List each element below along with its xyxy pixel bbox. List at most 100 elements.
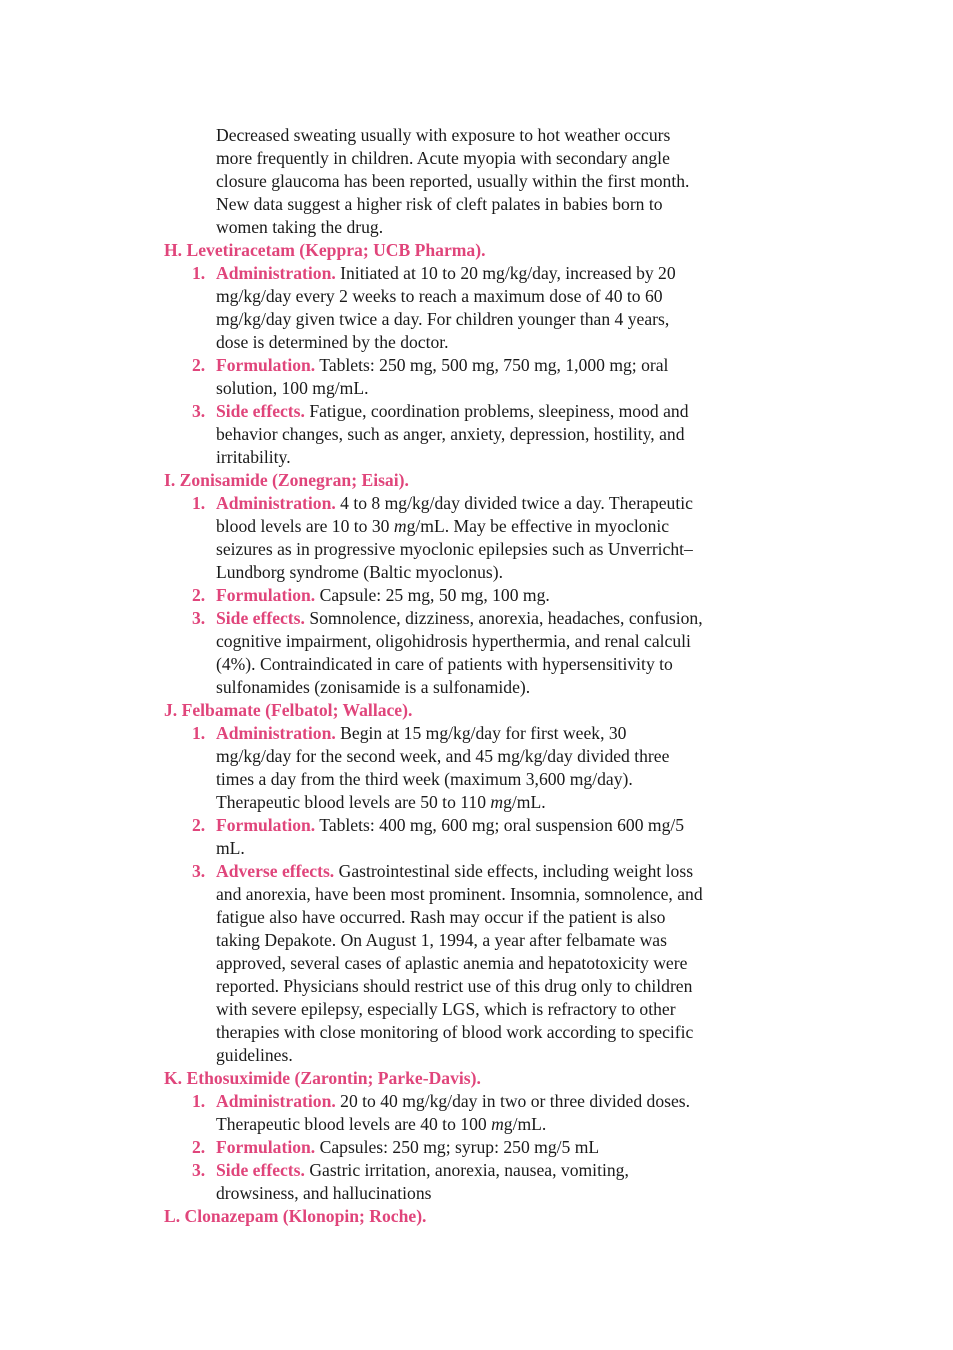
- text-line: Therapeutic blood levels are 50 to 110 m…: [216, 792, 546, 812]
- text-line: dose is determined by the doctor.: [216, 332, 449, 352]
- item-label: Administration.: [216, 493, 336, 513]
- item-number: 2.: [192, 585, 206, 605]
- item-label: Formulation.: [216, 815, 316, 835]
- text-line: Formulation. Capsules: 250 mg; syrup: 25…: [216, 1136, 761, 1159]
- text-line: closure glaucoma has been reported, usua…: [216, 171, 690, 191]
- list-item: 1. Administration. 4 to 8 mg/kg/day divid…: [192, 492, 761, 584]
- text-line: therapies with close monitoring of blood…: [216, 1022, 694, 1042]
- item-text: Begin at 15 mg/kg/day for first week, 30: [335, 723, 627, 743]
- item-label: Adverse effects.: [216, 861, 335, 881]
- item-text: Somnolence, dizziness, anorexia, headach…: [304, 608, 703, 628]
- text-line: Side effects. Somnolence, dizziness, ano…: [216, 607, 761, 630]
- text-line: Formulation. Capsule: 25 mg, 50 mg, 100 …: [216, 584, 761, 607]
- item-number: 2.: [192, 355, 206, 375]
- item-number: 2.: [192, 1137, 206, 1157]
- text-line: taking Depakote. On August 1, 1994, a ye…: [216, 930, 667, 950]
- item-label: Side effects.: [216, 401, 305, 421]
- item-label: Administration.: [216, 723, 336, 743]
- item-label: Side effects.: [216, 608, 305, 628]
- text-line: Administration. Initiated at 10 to 20 mg…: [216, 262, 761, 285]
- item-text: 20 to 40 mg/kg/day in two or three divid…: [335, 1091, 691, 1111]
- text-line: Administration. 4 to 8 mg/kg/day divided…: [216, 492, 761, 515]
- text-line: guidelines.: [216, 1045, 293, 1065]
- text-line: Administration. 20 to 40 mg/kg/day in tw…: [216, 1090, 761, 1113]
- item-label: Formulation.: [216, 585, 316, 605]
- text-line: fatigue also have occurred. Rash may occ…: [216, 907, 666, 927]
- list-item: 2. Formulation. Tablets: 250 mg, 500 mg, …: [192, 354, 761, 400]
- text-line: approved, several cases of aplastic anem…: [216, 953, 688, 973]
- item-label: Formulation.: [216, 1137, 316, 1157]
- text-line: New data suggest a higher risk of cleft …: [216, 194, 663, 214]
- text-line: solution, 100 mg/mL.: [216, 378, 369, 398]
- item-number: 1.: [192, 493, 206, 513]
- italic-symbol: m: [491, 1114, 504, 1134]
- section-heading: H. Levetiracetam (Keppra; UCB Pharma).: [164, 240, 486, 260]
- text-line: Formulation. Tablets: 250 mg, 500 mg, 75…: [216, 354, 761, 377]
- item-number: 3.: [192, 401, 206, 421]
- text-line: drowsiness, and hallucinations: [216, 1183, 432, 1203]
- text-line: mg/kg/day for the second week, and 45 mg…: [216, 746, 670, 766]
- item-text: Capsule: 25 mg, 50 mg, 100 mg.: [315, 585, 550, 605]
- item-label: Administration.: [216, 1091, 336, 1111]
- item-text: Tablets: 250 mg, 500 mg, 750 mg, 1,000 m…: [315, 355, 669, 375]
- italic-symbol: m: [490, 792, 504, 812]
- list-item: 3. Adverse effects. Gastrointestinal side…: [192, 860, 761, 1067]
- text-line: mg/kg/day every 2 weeks to reach a maxim…: [216, 286, 663, 306]
- text-line: mL.: [216, 838, 245, 858]
- list-item: 2. Formulation. Capsule: 25 mg, 50 mg, 10…: [192, 584, 761, 607]
- text-line: blood levels are 10 to 30 mg/mL. May be …: [216, 516, 670, 536]
- document-page: Decreased sweating usually with exposure…: [0, 124, 953, 1228]
- item-text: Capsules: 250 mg; syrup: 250 mg/5 mL: [315, 1137, 600, 1157]
- text-line: Side effects. Gastric irritation, anorex…: [216, 1159, 761, 1182]
- text-line: Adverse effects. Gastrointestinal side e…: [216, 860, 761, 883]
- item-number: 3.: [192, 608, 206, 628]
- item-number: 3.: [192, 861, 206, 881]
- item-text: Initiated at 10 to 20 mg/kg/day, increas…: [335, 263, 676, 283]
- text-line: cognitive impairment, oligohidrosis hype…: [216, 631, 691, 651]
- text-line: women taking the drug.: [216, 217, 384, 237]
- text-line: more frequently in children. Acute myopi…: [216, 148, 670, 168]
- item-text: 4 to 8 mg/kg/day divided twice a day. Th…: [335, 493, 693, 513]
- text-line: Formulation. Tablets: 400 mg, 600 mg; or…: [216, 814, 761, 837]
- intro-paragraph: Decreased sweating usually with exposure…: [216, 124, 756, 239]
- list-item: 2. Formulation. Capsules: 250 mg; syrup: …: [192, 1136, 761, 1159]
- text-line: Side effects. Fatigue, coordination prob…: [216, 400, 761, 423]
- item-label: Administration.: [216, 263, 336, 283]
- item-number: 1.: [192, 1091, 206, 1111]
- item-number: 1.: [192, 263, 206, 283]
- item-label: Side effects.: [216, 1160, 305, 1180]
- item-number: 2.: [192, 815, 206, 835]
- item-text: Gastric irritation, anorexia, nausea, vo…: [304, 1160, 629, 1180]
- italic-symbol: m: [393, 516, 407, 536]
- section-heading: K. Ethosuximide (Zarontin; Parke-Davis).: [164, 1068, 481, 1088]
- item-number: 1.: [192, 723, 206, 743]
- list-item: 3. Side effects. Fatigue, coordination pr…: [192, 400, 761, 469]
- text-line: behavior changes, such as anger, anxiety…: [216, 424, 685, 444]
- text-line: sulfonamides (zonisamide is a sulfonamid…: [216, 677, 531, 697]
- list-item: 1. Administration. Initiated at 10 to 20 …: [192, 262, 761, 354]
- text-line: Therapeutic blood levels are 40 to 100 m…: [216, 1114, 547, 1134]
- text-line: with severe epilepsy, especially LGS, wh…: [216, 999, 676, 1019]
- list-item: 1. Administration. Begin at 15 mg/kg/day …: [192, 722, 761, 814]
- text-line: Decreased sweating usually with exposure…: [216, 125, 671, 145]
- section-heading: J. Felbamate (Felbatol; Wallace).: [164, 700, 413, 720]
- item-text: Gastrointestinal side effects, including…: [334, 861, 694, 881]
- item-text: Fatigue, coordination problems, sleepine…: [304, 401, 689, 421]
- text-line: mg/kg/day given twice a day. For childre…: [216, 309, 670, 329]
- list-item: 3. Side effects. Somnolence, dizziness, a…: [192, 607, 761, 699]
- item-text: Tablets: 400 mg, 600 mg; oral suspension…: [315, 815, 685, 835]
- list-item: 2. Formulation. Tablets: 400 mg, 600 mg; …: [192, 814, 761, 860]
- text-line: irritability.: [216, 447, 291, 467]
- text-line: and anorexia, have been most prominent. …: [216, 884, 703, 904]
- text-line: Administration. Begin at 15 mg/kg/day fo…: [216, 722, 761, 745]
- text-line: seizures as in progressive myoclonic epi…: [216, 539, 693, 559]
- section-heading: I. Zonisamide (Zonegran; Eisai).: [164, 470, 409, 490]
- text-line: (4%). Contraindicated in care of patient…: [216, 654, 673, 674]
- text-line: Lundborg syndrome (Baltic myoclonus).: [216, 562, 503, 582]
- item-label: Formulation.: [216, 355, 316, 375]
- section-heading: L. Clonazepam (Klonopin; Roche).: [164, 1206, 427, 1226]
- item-number: 3.: [192, 1160, 206, 1180]
- list-item: 1. Administration. 20 to 40 mg/kg/day in …: [192, 1090, 761, 1136]
- list-item: 3. Side effects. Gastric irritation, anor…: [192, 1159, 761, 1205]
- text-line: reported. Physicians should restrict use…: [216, 976, 693, 996]
